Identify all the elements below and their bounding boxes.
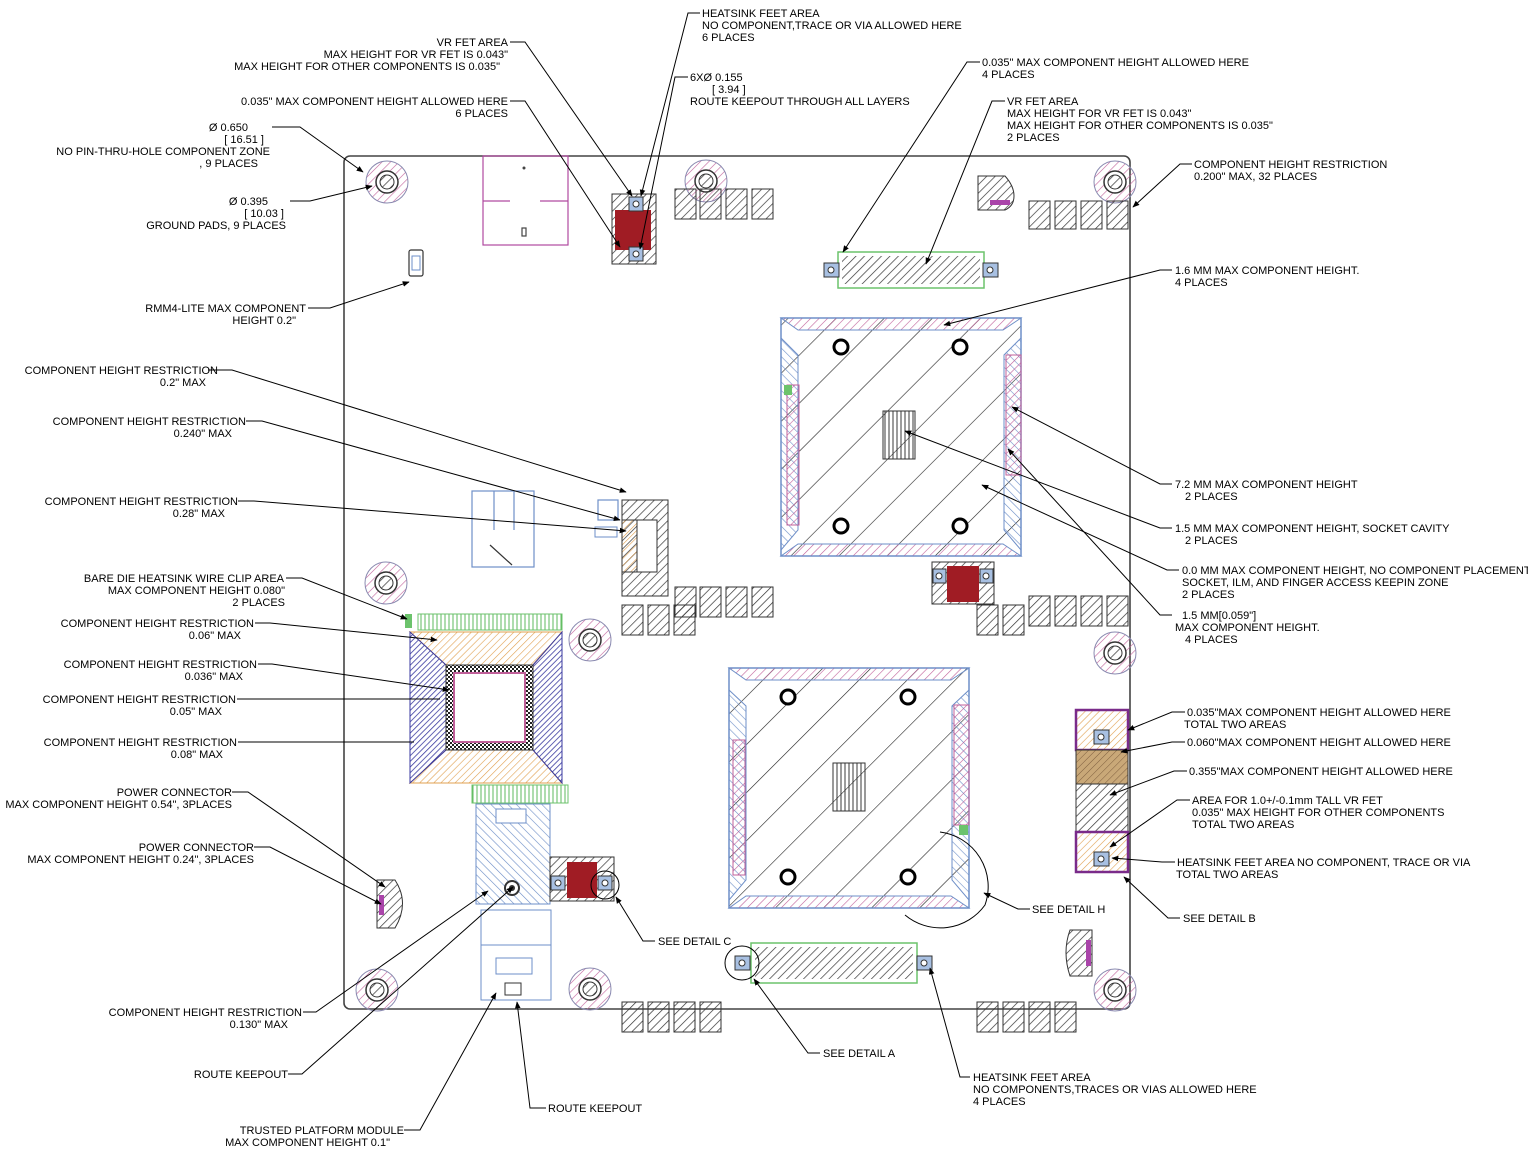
left-mid-outline [471, 490, 619, 568]
svg-text:Ø 0.650[ 16.51 ]NO PIN-THRU-HO: Ø 0.650[ 16.51 ]NO PIN-THRU-HOLE COMPONE… [56, 122, 270, 170]
ground-pad [1093, 160, 1137, 204]
bottom-connector [724, 942, 933, 984]
tpm-area [475, 803, 552, 1001]
svg-text:1.5 MM[0.059"]MAX COMPONENT HE: 1.5 MM[0.059"]MAX COMPONENT HEIGHT.4 PLA… [1175, 610, 1320, 646]
ground-pad [355, 968, 399, 1012]
svg-text:1.5 MM MAX COMPONENT HEIGHT, S: 1.5 MM MAX COMPONENT HEIGHT, SOCKET CAVI… [1175, 523, 1450, 547]
ground-pad [1093, 631, 1137, 675]
ground-pads [355, 159, 1137, 1012]
socket-upper [779, 317, 1023, 557]
vr-fet-mid [931, 561, 995, 605]
svg-text:ROUTE KEEPOUT: ROUTE KEEPOUT [194, 1069, 288, 1081]
left-mid-connector [594, 499, 669, 597]
svg-text:0.060"MAX COMPONENT HEIGHT ALL: 0.060"MAX COMPONENT HEIGHT ALLOWED HERE [1187, 737, 1451, 749]
ground-pad [364, 561, 408, 605]
svg-text:SEE DETAIL C: SEE DETAIL C [658, 936, 731, 948]
vr-fet-lower [549, 856, 620, 902]
svg-text:0.035"MAX COMPONENT HEIGHT ALL: 0.035"MAX COMPONENT HEIGHT ALLOWED HERET… [1184, 707, 1451, 731]
socket-lower [727, 667, 989, 929]
svg-text:0.035" MAX COMPONENT HEIGHT AL: 0.035" MAX COMPONENT HEIGHT ALLOWED HERE… [982, 57, 1249, 81]
height-restriction-squares [621, 188, 1129, 1033]
ground-pad [568, 618, 612, 662]
svg-text:0.355"MAX COMPONENT HEIGHT ALL: 0.355"MAX COMPONENT HEIGHT ALLOWED HERE [1189, 766, 1453, 778]
magenta-component-outline [482, 155, 569, 246]
svg-text:SEE DETAIL A: SEE DETAIL A [823, 1048, 896, 1060]
svg-text:SEE DETAIL B: SEE DETAIL B [1183, 913, 1256, 925]
rmm4-component [408, 249, 424, 277]
leader-lines [208, 12, 1192, 1131]
ground-pad [568, 967, 612, 1011]
ground-pad [365, 160, 409, 204]
ground-pad [1093, 968, 1137, 1012]
svg-text:SEE DETAIL H: SEE DETAIL H [1032, 904, 1105, 916]
svg-text:ROUTE KEEPOUT: ROUTE KEEPOUT [548, 1103, 642, 1115]
svg-text:1.6 MM MAX COMPONENT HEIGHT.4: 1.6 MM MAX COMPONENT HEIGHT.4 PLACES [1175, 265, 1359, 289]
svg-text:6XØ 0.155[ 3.94 ]ROUTE KEEPOUT: 6XØ 0.155[ 3.94 ]ROUTE KEEPOUT THROUGH A… [690, 72, 910, 108]
svg-text:HEATSINK FEET AREA NO COMPONEN: HEATSINK FEET AREA NO COMPONENT, TRACE O… [1176, 857, 1471, 881]
top-right-connector [977, 175, 1015, 211]
left-power-connector [376, 879, 403, 929]
top-connector [823, 251, 999, 289]
svg-text:0.035" MAX COMPONENT HEIGHT AL: 0.035" MAX COMPONENT HEIGHT ALLOWED HERE… [241, 96, 508, 120]
bare-die-package [405, 613, 569, 804]
svg-text:Ø 0.395[ 10.03 ]GROUND PADS, 9: Ø 0.395[ 10.03 ]GROUND PADS, 9 PLACES [146, 196, 286, 232]
bottom-right-connector [1065, 929, 1093, 977]
svg-text:0.0 MM MAX COMPONENT HEIGHT, N: 0.0 MM MAX COMPONENT HEIGHT, NO COMPONEN… [1182, 565, 1528, 601]
